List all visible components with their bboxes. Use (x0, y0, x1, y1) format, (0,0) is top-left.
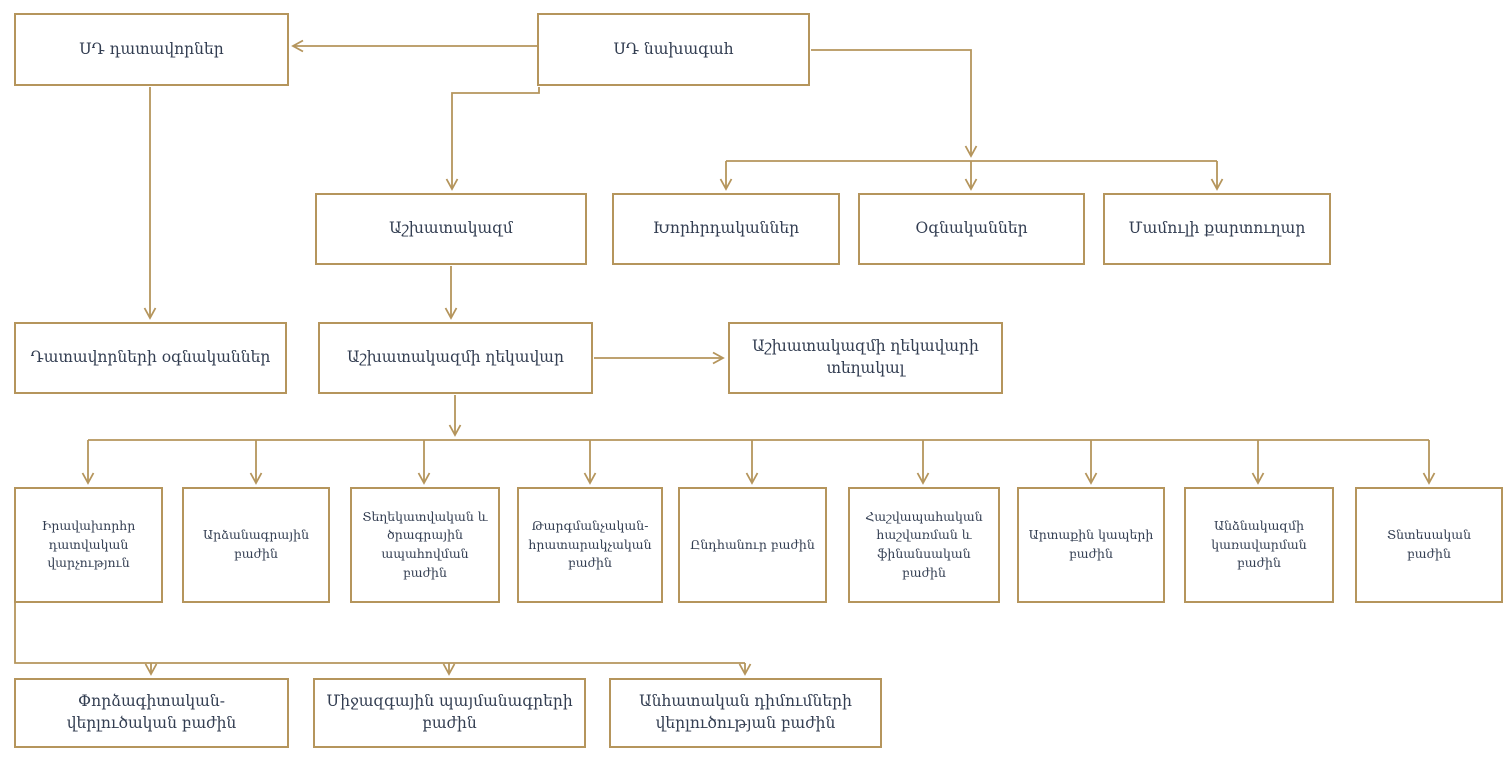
node-legal-advisory-department: Իրավախորհր​դատվական վարչություն (14, 487, 163, 603)
node-label: Արձանագրային բաժին (202, 527, 310, 561)
edge-president-staff (445, 87, 540, 191)
node-protocol-division: Արձանագրային բաժին (182, 487, 330, 603)
node-label: Փորձագիտական-վերլուծական բաժին (66, 692, 237, 732)
node-it-software-division: Տեղեկատվական և ծրագրային ապահովման բաժին (350, 487, 500, 603)
edge-president-right-branch (811, 49, 978, 158)
node-advisers: Խորհրդականներ (612, 193, 840, 265)
node-personnel-management-division: Անձնակազմի կառավարման բաժին (1184, 487, 1334, 603)
node-court-judges: ՍԴ դատավորներ (14, 13, 289, 86)
node-label: Դատավորների օգնականներ (30, 348, 271, 367)
node-label: Ընդհանուր բաժին (690, 536, 815, 552)
node-court-president: ՍԴ նախագահ (537, 13, 810, 86)
node-label: ՍԴ նախագահ (613, 39, 734, 58)
node-general-division: Ընդհանուր բաժին (678, 487, 827, 603)
node-assistants: Օգնականներ (858, 193, 1085, 265)
node-label: Արտաքին կապերի բաժին (1028, 527, 1154, 561)
node-label: Իրավախորհր​դատվական վարչություն (41, 517, 136, 571)
node-label: Թարգմանչական-հրատարակչական բաժին (528, 517, 652, 571)
node-expert-analytical-division: Փորձագիտական-վերլուծական բաժին (14, 678, 289, 748)
node-staff-head: Աշխատակազմի ղեկավար (318, 322, 593, 394)
node-label: Խորհրդականներ (652, 219, 800, 238)
node-translation-publishing-division: Թարգմանչական-հրատարակչական բաժին (517, 487, 663, 603)
edge-legal-subdivisions (14, 603, 745, 664)
node-label: Օգնականներ (915, 219, 1028, 238)
node-label: Անհատական դիմումների վերլուծության բաժին (639, 692, 852, 732)
node-label: Միջազգային պայմանագրերի բաժին (326, 692, 573, 732)
node-external-relations-division: Արտաքին կապերի բաժին (1017, 487, 1165, 603)
node-staff: Աշխատակազմ (315, 193, 587, 265)
node-label: Աշխատակազմ (389, 219, 513, 238)
node-accounting-finance-division: Հաշվապահական հաշվառման և ֆինանսական բաժի… (848, 487, 1000, 603)
node-label: Աշխատակազմի ղեկավարի տեղակալ (752, 337, 979, 377)
node-judges-assistants: Դատավորների օգնականներ (14, 322, 287, 394)
node-economic-division: Տնտեսական բաժին (1355, 487, 1503, 603)
node-label: Տեղեկատվական և ծրագրային ապահովման բաժին (362, 508, 488, 580)
node-press-secretary: Մամուլի քարտուղար (1103, 193, 1331, 265)
node-label: Անձնակազմի կառավարման բաժին (1211, 517, 1307, 571)
node-label: Մամուլի քարտուղար (1128, 219, 1306, 238)
node-label: ՍԴ դատավորներ (79, 39, 224, 58)
node-individual-applications-division: Անհատական դիմումների վերլուծության բաժին (609, 678, 882, 748)
node-label: Տնտեսական բաժին (1386, 527, 1472, 561)
node-label: Հաշվապահական հաշվառման և ֆինանսական բաժի… (865, 508, 983, 580)
node-label: Աշխատակազմի ղեկավար (347, 348, 564, 367)
node-international-treaties-division: Միջազգային պայմանագրերի բաժին (313, 678, 586, 748)
node-staff-head-deputy: Աշխատակազմի ղեկավարի տեղակալ (728, 322, 1003, 394)
